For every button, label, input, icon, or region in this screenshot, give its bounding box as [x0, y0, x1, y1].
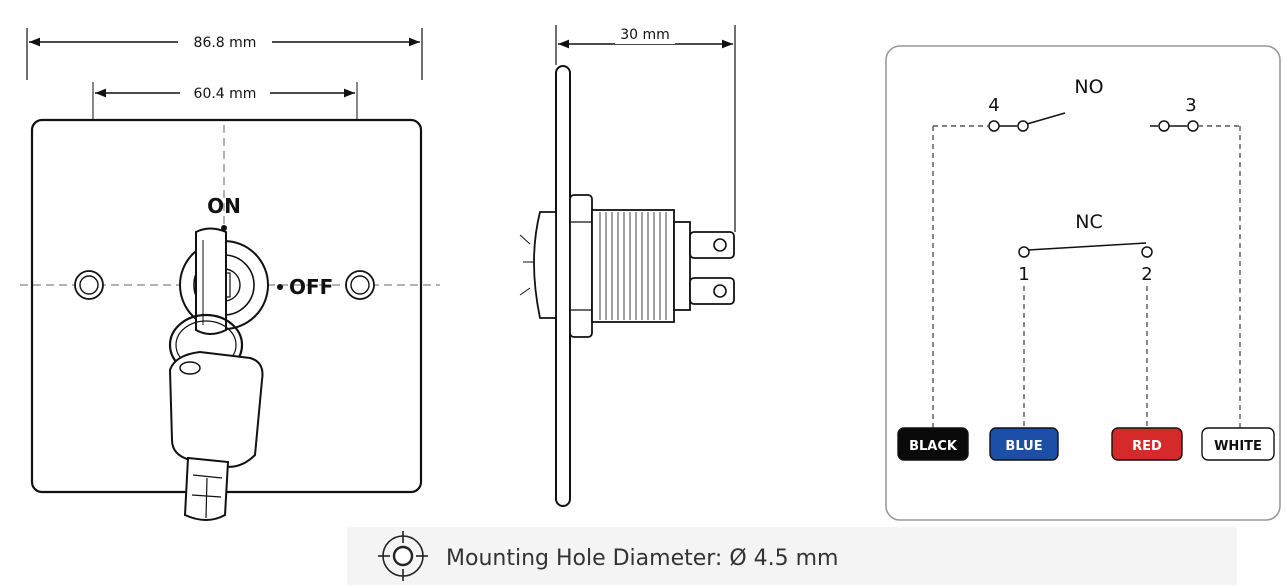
off-dot	[277, 284, 283, 290]
on-dot	[221, 225, 227, 231]
on-label: ON	[207, 194, 241, 218]
depth-label-bg	[615, 24, 675, 44]
wire-tag-blue-label: BLUE	[1005, 439, 1042, 454]
mounting-hole-left	[74, 270, 104, 300]
terminal-4-label: 4	[988, 95, 999, 116]
rear-housing	[673, 221, 691, 311]
mounting-hole-icon	[378, 531, 428, 581]
terminal-1-label: 1	[1018, 264, 1029, 285]
wire-tag-blue: BLUE	[989, 427, 1059, 461]
wire-tag-white-label: WHITE	[1214, 439, 1262, 454]
side-view: 30 mm	[519, 24, 736, 507]
wire-tag-white: WHITE	[1201, 427, 1275, 461]
wire-tag-red-label: RED	[1132, 439, 1162, 454]
wire-tag-black: BLACK	[897, 427, 969, 461]
wiring-panel-frame	[885, 45, 1281, 521]
no-label: NO	[1074, 76, 1103, 98]
bezel	[533, 211, 557, 319]
solder-terminals	[689, 231, 735, 305]
key	[168, 227, 264, 521]
front-view: 86.8 mm 60.4 mm ON OFF	[20, 28, 440, 521]
hex-nut	[569, 194, 593, 338]
nc-label: NC	[1075, 211, 1102, 233]
wiring-panel: NO 4 3 NC 1 2	[885, 45, 1281, 521]
threaded-body	[591, 209, 675, 323]
hole-spacing-label: 60.4 mm	[194, 86, 257, 102]
footer: Mounting Hole Diameter: Ø 4.5 mm	[347, 527, 1237, 585]
wire-tag-black-label: BLACK	[909, 439, 958, 454]
plate-profile	[555, 65, 571, 507]
nc-switch-symbol	[1018, 242, 1153, 258]
no-switch-symbol	[933, 112, 1240, 132]
mounting-hole-diameter-text: Mounting Hole Diameter: Ø 4.5 mm	[446, 546, 839, 571]
terminal-2-label: 2	[1141, 264, 1152, 285]
depth-label: 30 mm	[620, 27, 670, 43]
footer-bg	[347, 527, 1237, 585]
wire-tag-red: RED	[1111, 427, 1183, 461]
overall-width-label: 86.8 mm	[194, 35, 257, 51]
off-label: OFF	[289, 275, 333, 299]
terminal-3-label: 3	[1185, 95, 1196, 116]
mounting-hole-right	[345, 270, 375, 300]
